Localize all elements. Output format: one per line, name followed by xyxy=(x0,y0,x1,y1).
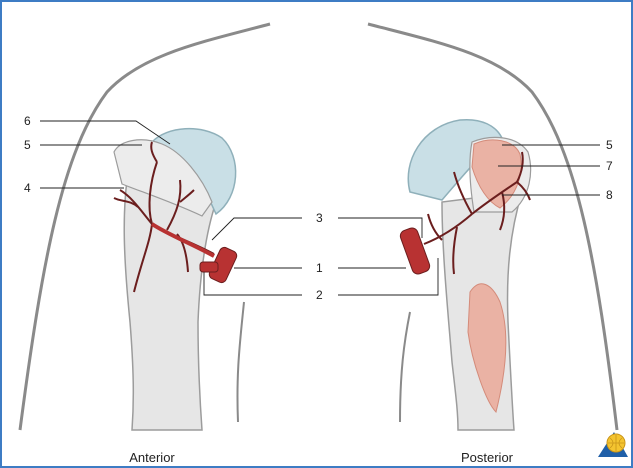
callout-2: 2 xyxy=(316,288,323,302)
callout-6: 6 xyxy=(24,114,31,128)
callout-3: 3 xyxy=(316,211,323,225)
callout-5-left: 5 xyxy=(24,138,31,152)
callout-7: 7 xyxy=(606,159,613,173)
callout-5-right: 5 xyxy=(606,138,613,152)
callout-1: 1 xyxy=(316,261,323,275)
callout-8: 8 xyxy=(606,188,613,202)
callout-4: 4 xyxy=(24,181,31,195)
axillary-artery-anterior-stub xyxy=(200,262,218,272)
publisher-logo-icon xyxy=(598,432,628,457)
view-label-anterior: Anterior xyxy=(129,450,175,465)
body-inner-line-left xyxy=(237,302,244,422)
leader-3-left xyxy=(212,218,302,240)
view-label-posterior: Posterior xyxy=(461,450,514,465)
body-inner-line-right xyxy=(400,312,410,422)
